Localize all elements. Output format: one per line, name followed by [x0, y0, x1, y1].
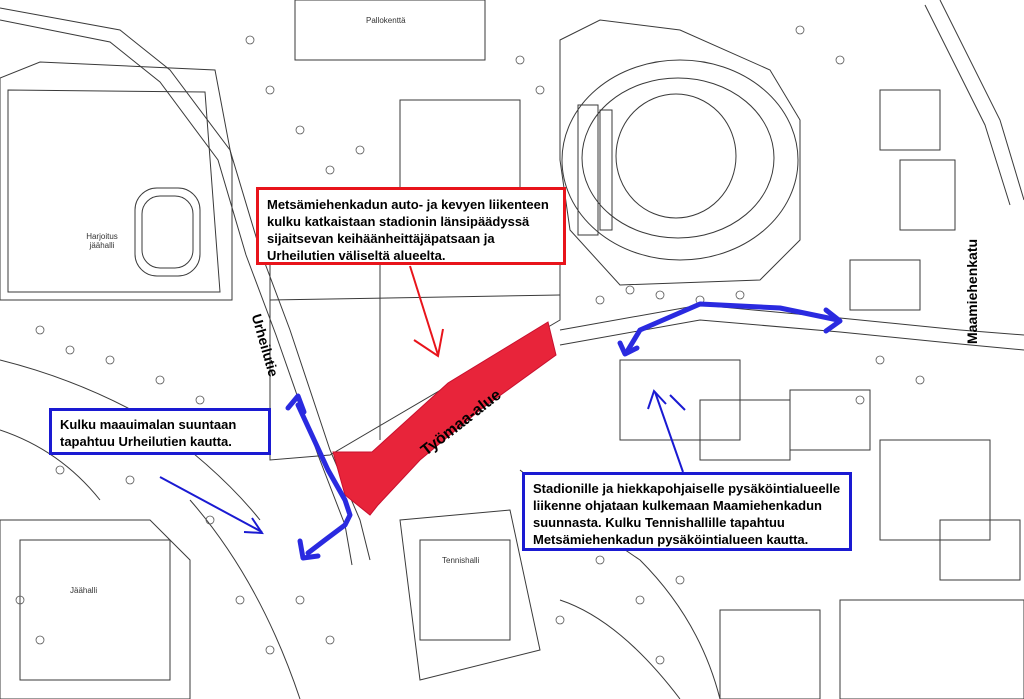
parking-note-line: liikenne ohjataan kulkemaan Maamiehenkad… — [533, 498, 822, 513]
map-label-field: Pallokenttä — [366, 16, 406, 25]
closure-arrow — [409, 265, 444, 358]
pool-access-note: Kulku maauimalan suuntaan tapahtuu Urhei… — [49, 408, 271, 455]
note-pointer-arrows — [159, 389, 686, 535]
map-label-ice-hall: Jäähalli — [70, 586, 98, 595]
street-label-maamiehenkatu: Maamiehenkatu — [964, 238, 980, 344]
route-arrows — [285, 301, 843, 561]
closure-notice-line: Urheilutien väliseltä alueelta. — [267, 248, 446, 263]
parking-note: Stadionille ja hiekkapohjaiselle pysäköi… — [522, 472, 852, 551]
closure-notice: Metsämiehenkadun auto- ja kevyen liikent… — [256, 187, 566, 265]
closure-notice-line: sijaitsevan keihäänheittäjäpatsaan ja — [267, 231, 495, 246]
map-label-tennis-hall: Tennishalli — [442, 556, 480, 565]
tree-symbols — [15, 25, 925, 665]
pool-access-note-line: Kulku maauimalan suuntaan — [60, 417, 237, 432]
parking-note-line: Stadionille ja hiekkapohjaiselle pysäköi… — [533, 481, 841, 496]
closure-notice-line: kulku katkaistaan stadionin länsipäädyss… — [267, 214, 530, 229]
map-label-practice-hall: Harjoitus jäähalli — [86, 232, 118, 250]
worksite-area — [332, 321, 557, 516]
parking-note-line: Metsämiehenkadun pysäköintialueen kautta… — [533, 532, 809, 547]
closure-notice-line: Metsämiehenkadun auto- ja kevyen liikent… — [267, 197, 549, 212]
parking-note-line: suunnasta. Kulku Tennishallille tapahtuu — [533, 515, 785, 530]
pool-access-note-line: tapahtuu Urheilutien kautta. — [60, 434, 232, 449]
